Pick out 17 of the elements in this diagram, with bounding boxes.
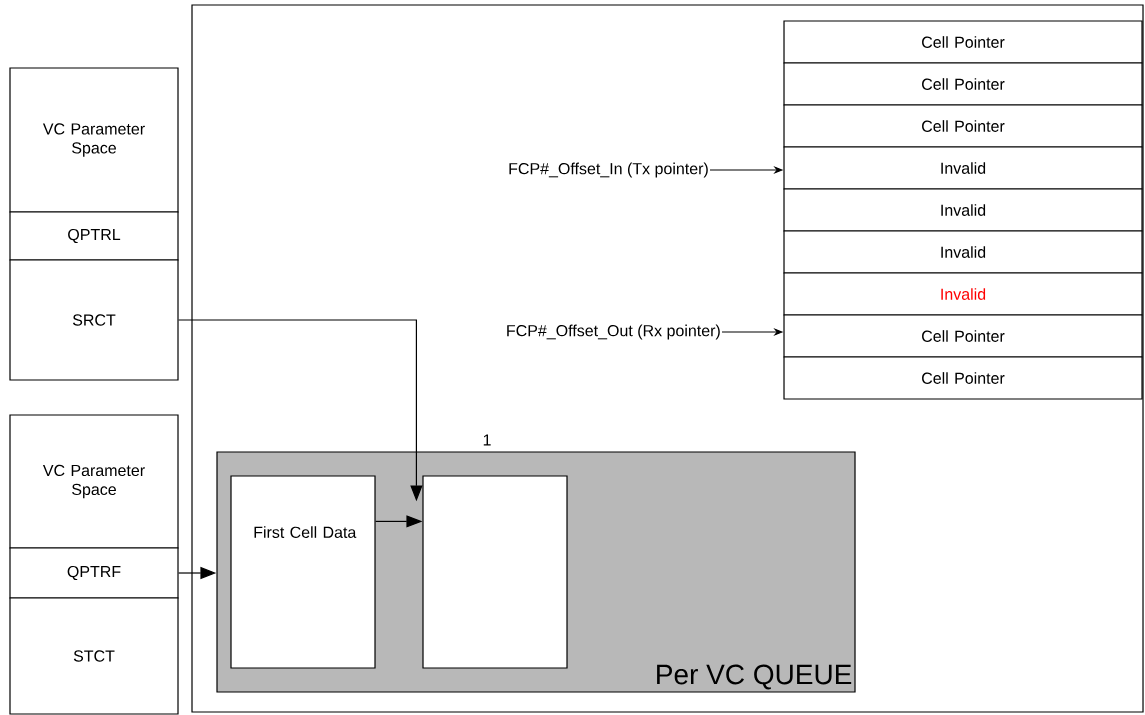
- frame-box: [191, 4, 1144, 713]
- table-row: Invalid: [783, 146, 1143, 190]
- table-row: Cell Pointer: [783, 104, 1143, 148]
- table-row: QPTRF: [9, 547, 179, 599]
- table-row: Invalid: [783, 230, 1143, 274]
- table-row: QPTRL: [9, 211, 179, 261]
- cell-box: [422, 475, 568, 669]
- table-row: Cell Pointer: [783, 20, 1143, 64]
- pointer-label: FCP#_Offset_Out (Rx pointer): [507, 324, 720, 340]
- number-label: 1: [483, 434, 491, 446]
- table-row: Cell Pointer: [783, 356, 1143, 400]
- table-row: Cell Pointer: [783, 314, 1143, 358]
- table-row: Invalid: [783, 188, 1143, 232]
- pointer-label: FCP#_Offset_In (Tx pointer): [509, 162, 708, 178]
- table-row: Invalid: [783, 272, 1143, 316]
- table-row: Cell Pointer: [783, 62, 1143, 106]
- cell-box: First Cell Data: [230, 475, 376, 669]
